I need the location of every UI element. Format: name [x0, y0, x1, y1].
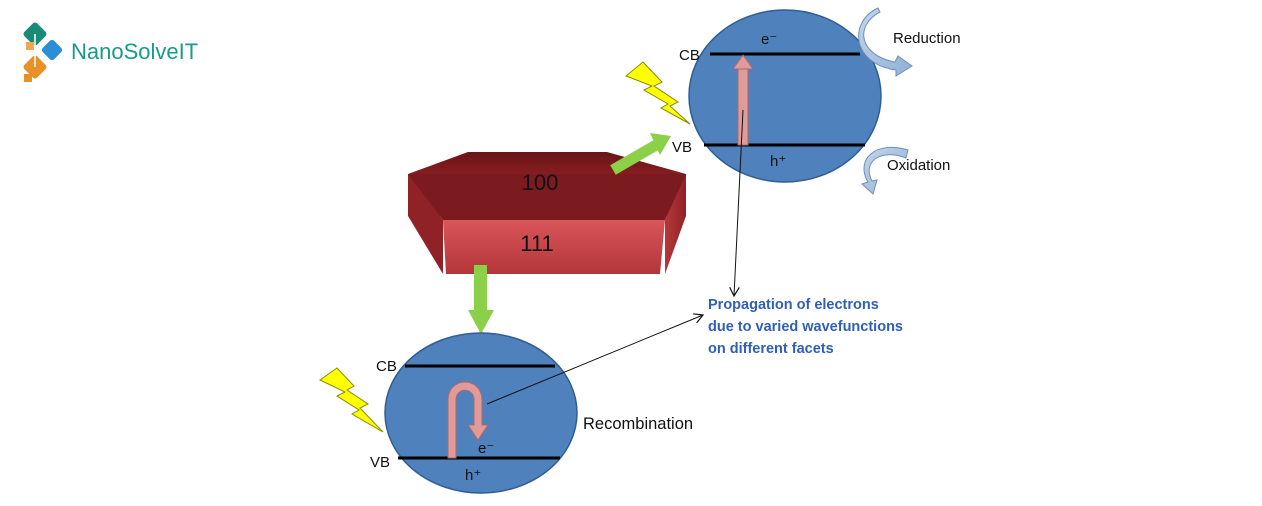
annotation-line-2: due to varied wavefunctions — [708, 319, 903, 335]
facet-100-label: 100 — [522, 170, 559, 195]
reduction-arrow-icon — [858, 7, 913, 77]
crystal-front-face — [443, 220, 665, 274]
recombination-label: Recombination — [583, 415, 693, 433]
bottom-particle: CB VB e⁻ h⁺ Recombination — [370, 332, 693, 494]
top-vb-label: VB — [672, 139, 692, 156]
bottom-hole-label: h⁺ — [465, 467, 481, 484]
facet-111-label: 111 — [520, 231, 553, 256]
top-cb-label: CB — [679, 47, 700, 64]
pointer-line-bottom — [486, 315, 703, 405]
nanosolveit-logo: NanoSolveIT — [23, 22, 198, 82]
logo-mark-icon — [23, 22, 63, 82]
oxidation-label: Oxidation — [887, 157, 950, 174]
annotation-line-3: on different facets — [708, 341, 834, 357]
reduction-label: Reduction — [893, 30, 961, 47]
annotation-line-1: Propagation of electrons — [708, 297, 879, 313]
lightning-icon — [625, 61, 691, 125]
lightning-icon — [319, 367, 384, 433]
oxidation-arrow-icon — [861, 146, 909, 195]
green-arrow-to-bottom-particle — [468, 265, 494, 334]
bottom-cb-label: CB — [376, 358, 397, 375]
excitation-arrow-icon — [732, 54, 754, 146]
top-particle: CB VB e⁻ h⁺ Reduction Oxidation — [672, 7, 961, 195]
crystal-left-face — [408, 174, 443, 274]
crystal-right-face — [665, 174, 686, 274]
recombination-arrow-icon — [447, 381, 489, 459]
pointer-line-top — [734, 109, 744, 296]
logo-text: NanoSolveIT — [71, 39, 198, 64]
green-arrow-to-top-particle — [610, 133, 671, 175]
top-hole-label: h⁺ — [770, 153, 786, 170]
bottom-electron-label: e⁻ — [478, 440, 494, 457]
top-electron-label: e⁻ — [761, 31, 777, 48]
crystal-nanoparticle: 100 111 — [408, 152, 686, 274]
bottom-vb-label: VB — [370, 454, 390, 471]
propagation-annotation: Propagation of electrons due to varied w… — [708, 297, 903, 357]
